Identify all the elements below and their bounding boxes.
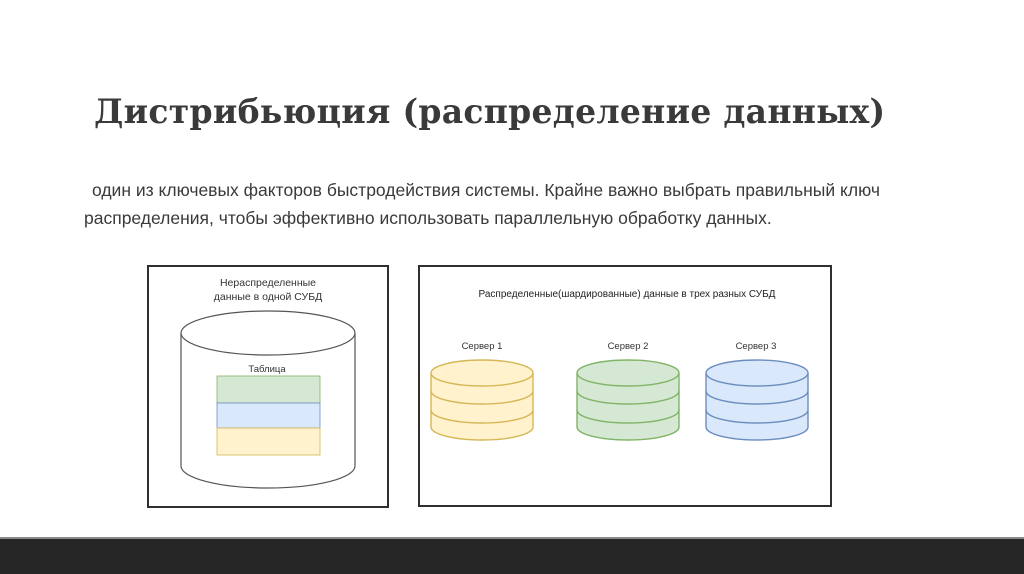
table-row-yellow — [216, 427, 321, 456]
table-shape — [216, 375, 321, 456]
server-1: Сервер 1 — [430, 341, 534, 441]
server-2-label: Сервер 2 — [608, 341, 649, 352]
left-caption-line-2: данные в одной СУБД — [214, 291, 322, 303]
slide-footer-bar — [0, 537, 1024, 574]
distributed-diagram: Распределенные(шардированные) данные в т… — [418, 265, 832, 507]
database-icon — [705, 359, 809, 441]
server-3: Сервер 3 — [705, 341, 809, 441]
right-caption: Распределенные(шардированные) данные в т… — [479, 289, 776, 300]
non-distributed-diagram: Нераспределенные данные в одной СУБД Таб… — [147, 265, 389, 508]
database-icon — [576, 359, 680, 441]
table-row-green — [216, 375, 321, 404]
left-caption-line-1: Нераспределенные — [220, 277, 316, 289]
database-icon — [430, 359, 534, 441]
slide-body: один из ключевых факторов быстродействия… — [84, 176, 964, 232]
slide-title: Дистрибьюция (распределение данных) — [94, 92, 886, 132]
table-label: Таблица — [248, 364, 286, 375]
table-row-blue — [216, 402, 321, 429]
body-line-1: один из ключевых факторов быстродействия… — [92, 180, 880, 200]
server-2: Сервер 2 — [576, 341, 680, 441]
server-3-label: Сервер 3 — [736, 341, 777, 352]
body-line-2: распределения, чтобы эффективно использо… — [84, 208, 772, 228]
server-1-label: Сервер 1 — [462, 341, 503, 352]
